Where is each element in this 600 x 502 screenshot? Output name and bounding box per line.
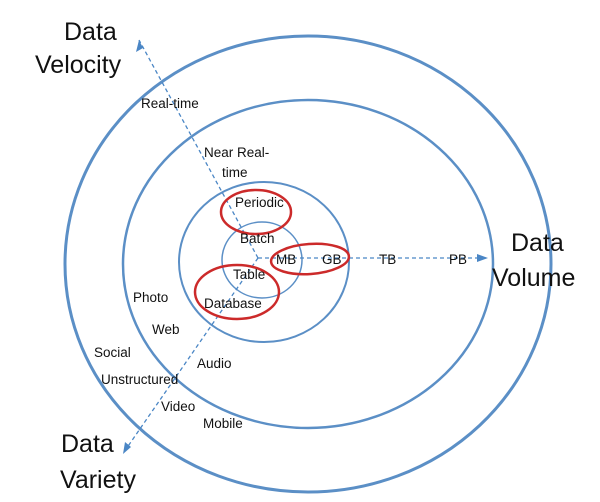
- velocity-axis: [138, 39, 259, 259]
- variety-title-line1: Data: [61, 430, 114, 458]
- velocity-label-periodic: Periodic: [235, 195, 284, 210]
- variety-label-database: Database: [204, 296, 262, 311]
- variety-label-unstructured: Unstructured: [101, 372, 178, 387]
- variety-title-line2: Variety: [60, 466, 136, 494]
- highlight-periodic: [219, 188, 293, 236]
- highlight-database: [193, 263, 281, 321]
- volume-label-tb: TB: [379, 252, 396, 267]
- variety-label-video: Video: [161, 399, 195, 414]
- variety-arrowhead: [123, 442, 131, 454]
- variety-axis: [123, 257, 259, 453]
- ring-third: [121, 98, 495, 430]
- variety-label-photo: Photo: [133, 290, 168, 305]
- volume-label-pb: PB: [449, 252, 467, 267]
- velocity-title-line1: Data: [64, 18, 117, 46]
- variety-label-table: Table: [233, 267, 265, 282]
- velocity-label-near-realtime-line2: time: [222, 165, 248, 180]
- ring-outer: [63, 34, 553, 494]
- velocity-label-near-realtime-line1: Near Real-: [204, 145, 269, 160]
- velocity-label-realtime: Real-time: [141, 96, 199, 111]
- velocity-arrowhead: [136, 40, 143, 52]
- volume-title-line2: Volume: [492, 264, 575, 292]
- volume-arrowhead: [477, 254, 488, 262]
- highlight-mb-gb: [269, 242, 351, 276]
- volume-title-line1: Data: [511, 229, 564, 257]
- variety-label-web: Web: [152, 322, 180, 337]
- ring-inner: [221, 221, 303, 299]
- variety-label-mobile: Mobile: [203, 416, 243, 431]
- variety-label-audio: Audio: [197, 356, 232, 371]
- volume-label-gb: GB: [322, 252, 342, 267]
- velocity-title-line2: Velocity: [35, 51, 122, 79]
- volume-label-mb: MB: [276, 252, 296, 267]
- variety-label-social: Social: [94, 345, 131, 360]
- velocity-label-batch: Batch: [240, 231, 275, 246]
- ring-second: [178, 181, 350, 343]
